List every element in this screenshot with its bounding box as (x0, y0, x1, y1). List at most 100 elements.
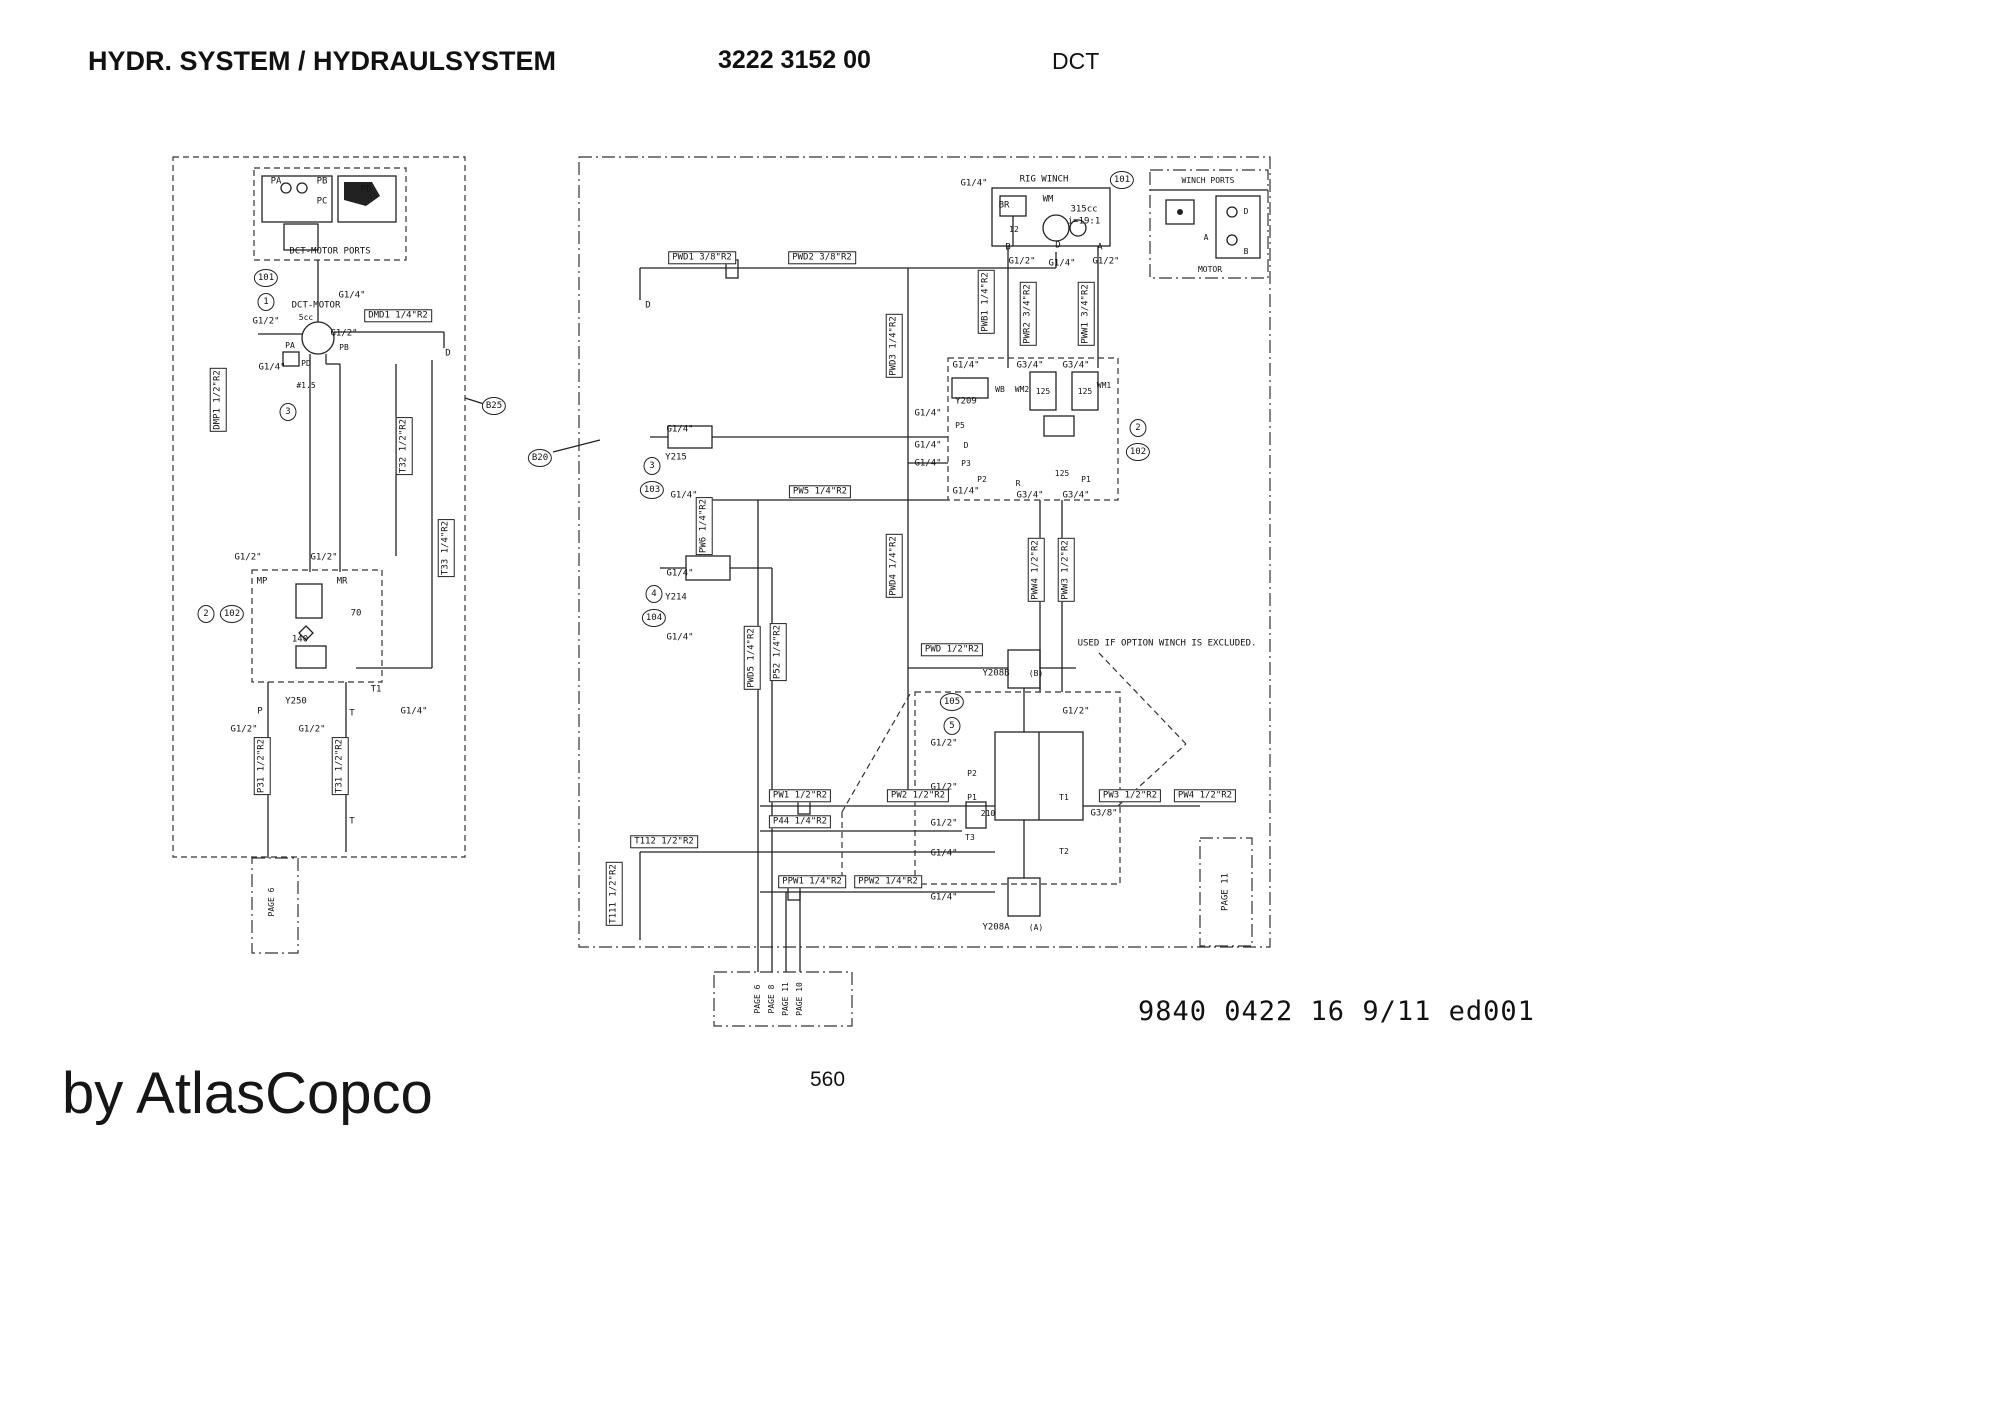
schematic-label: G1/2" (1092, 256, 1120, 267)
page-number: 560 (810, 1068, 846, 1091)
schematic-label: WM2 (1014, 384, 1030, 394)
page-title: HYDR. SYSTEM / HYDRAULSYSTEM (88, 46, 557, 76)
schematic-label: G3/4" (1016, 490, 1044, 501)
schematic-label: D (1243, 206, 1249, 216)
schematic-label: G3/4" (1062, 490, 1090, 501)
schematic-label: P2 (967, 768, 977, 778)
lower-manifold-group (914, 691, 1121, 885)
schematic-label: 125 (1035, 386, 1051, 396)
winch-motor-box (991, 187, 1111, 247)
schematic-label: Y208B (982, 668, 1010, 679)
schematic-label: B (1005, 242, 1011, 253)
schematic-label: D (445, 348, 451, 359)
schematic-label: P2 (977, 474, 987, 484)
schematic-label: G1/2" (234, 552, 262, 563)
schematic-label: PWD 1/2"R2 (920, 643, 984, 657)
schematic-label: PW3 1/2"R2 (1098, 789, 1162, 803)
schematic-label: DMP1 1/2"R2 (209, 368, 227, 432)
schematic-label: P44 1/4"R2 (768, 815, 832, 829)
schematic-label: G1/2" (930, 738, 958, 749)
winch-valve-group (947, 357, 1119, 501)
schematic-label: G1/4" (338, 290, 366, 301)
schematic-label: 125 (1054, 468, 1070, 478)
callout-circle: 101 (253, 269, 279, 287)
callout-circle: 2 (197, 605, 215, 623)
schematic-label: G1/4" (914, 440, 942, 451)
schematic-label: PAGE 11 (1220, 873, 1231, 911)
schematic-label: G1/4" (666, 424, 694, 435)
schematic-label: (B) (1028, 668, 1044, 678)
schematic-label: T112 1/2"R2 (630, 835, 698, 849)
schematic-label: G1/4" (930, 892, 958, 903)
schematic-label: PAGE 6 (752, 984, 762, 1014)
schematic-label: D (645, 300, 651, 311)
schematic-label: PB (339, 342, 349, 352)
schematic-label: D (1055, 240, 1061, 251)
schematic-label: #1.5 (296, 380, 316, 390)
schematic-label: G3/4" (1016, 360, 1044, 371)
schematic-label: WB (995, 384, 1005, 394)
dct-motor-section-frame (172, 156, 466, 858)
schematic-label: PC (316, 196, 328, 207)
schematic-label: G1/2" (310, 552, 338, 563)
schematic-label: G1/2" (330, 328, 358, 339)
schematic-label: G1/4" (914, 408, 942, 419)
schematic-label: B (1243, 246, 1249, 256)
schematic-label: PWW4 1/2"R2 (1027, 538, 1045, 602)
callout-circle: 102 (1125, 443, 1151, 461)
schematic-label: A (1203, 232, 1209, 242)
bottom-page-ref-box (713, 971, 853, 1027)
schematic-label: PAGE 11 (780, 982, 790, 1016)
schematic-label: A (1097, 242, 1103, 253)
schematic-label: P3 (961, 458, 971, 468)
document-type: DCT (1052, 48, 1100, 74)
schematic-label: WM1 (1096, 380, 1112, 390)
schematic-label: PWD2 3/8"R2 (788, 251, 856, 265)
schematic-label: WINCH PORTS (1181, 175, 1235, 185)
callout-circle: 103 (639, 481, 665, 499)
schematic-label: PW1 1/2"R2 (768, 789, 832, 803)
schematic-label: (A) (1028, 922, 1044, 932)
valve-210 (965, 801, 987, 829)
schematic-label: DCT-MOTOR (291, 300, 341, 311)
schematic-label: DCT-MOTOR PORTS (289, 246, 371, 257)
callout-circle: B20 (527, 449, 553, 467)
schematic-label: PD (360, 184, 372, 195)
schematic-label: 5cc (298, 312, 314, 322)
schematic-label: PWD3 1/4"R2 (885, 314, 903, 378)
callout-circle: 101 (1109, 171, 1135, 189)
dct-valve-group (251, 569, 383, 683)
schematic-label: PWD5 1/4"R2 (743, 626, 761, 690)
callout-circle: 104 (641, 609, 667, 627)
schematic-label: PA (270, 176, 282, 187)
valve-y209 (951, 377, 989, 399)
schematic-label: T3 (965, 832, 975, 842)
schematic-label: 210 (980, 808, 996, 818)
schematic-label: PW6 1/4"R2 (695, 496, 713, 556)
schematic-label: G3/8" (1090, 808, 1118, 819)
schematic-label: RIG WINCH (1019, 174, 1069, 185)
schematic-label: G3/4" (1062, 360, 1090, 371)
schematic-label: T1 (370, 684, 382, 695)
schematic-label: G1/4" (952, 360, 980, 371)
schematic-label: T (349, 708, 355, 719)
schematic-label: PWW3 1/2"R2 (1057, 538, 1075, 602)
schematic-label: T2 (1059, 846, 1069, 856)
schematic-label: 125 (1077, 386, 1093, 396)
schematic-label: PB (316, 176, 328, 187)
schematic-label: 140 (291, 634, 309, 645)
schematic-label: 70 (350, 608, 362, 619)
schematic-label: PW5 1/4"R2 (788, 485, 852, 499)
schematic-label: Y208A (982, 922, 1010, 933)
callout-circle: 2 (1129, 419, 1147, 437)
schematic-label: P1 (1081, 474, 1091, 484)
schematic-label: P (257, 706, 263, 717)
schematic-label: G1/2" (1062, 706, 1090, 717)
schematic-label: Y250 (285, 696, 307, 707)
winch-motor-symbol (1042, 214, 1070, 242)
schematic-label: P31 1/2"R2 (253, 736, 271, 796)
schematic-label: MP (256, 576, 268, 587)
schematic-label: T32 1/2"R2 (395, 416, 413, 476)
schematic-label: PWR2 3/4"R2 (1019, 282, 1037, 346)
schematic-label: WM (1042, 194, 1054, 205)
